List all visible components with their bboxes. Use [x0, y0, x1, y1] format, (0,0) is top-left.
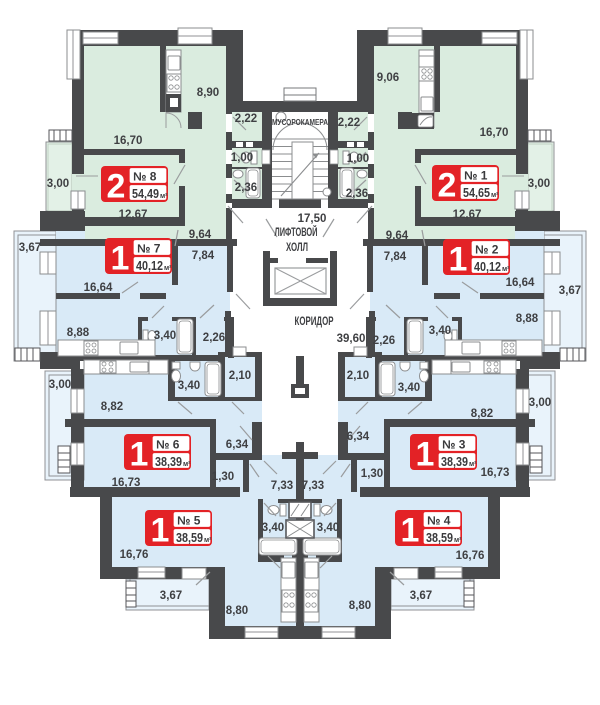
- svg-text:м²: м²: [164, 265, 172, 272]
- svg-text:2,22: 2,22: [235, 113, 257, 125]
- svg-text:54,65: 54,65: [463, 186, 490, 200]
- svg-text:16,64: 16,64: [84, 282, 113, 294]
- svg-text:16,76: 16,76: [120, 549, 149, 561]
- svg-text:8,88: 8,88: [516, 313, 539, 325]
- svg-text:3,67: 3,67: [559, 285, 581, 297]
- svg-text:8,82: 8,82: [101, 401, 123, 413]
- svg-text:54,49: 54,49: [132, 187, 159, 201]
- svg-text:1: 1: [449, 241, 468, 279]
- svg-text:16,73: 16,73: [112, 477, 141, 489]
- svg-text:6,34: 6,34: [347, 431, 370, 443]
- svg-text:1,00: 1,00: [231, 152, 253, 164]
- svg-text:7,84: 7,84: [384, 251, 407, 263]
- svg-text:40,12: 40,12: [136, 259, 163, 273]
- svg-text:6,34: 6,34: [226, 439, 249, 451]
- svg-text:3,40: 3,40: [178, 380, 200, 392]
- svg-text:№ 8: № 8: [133, 170, 157, 184]
- svg-text:12,67: 12,67: [453, 209, 482, 221]
- svg-text:МУСОРОКАМЕРА: МУСОРОКАМЕРА: [272, 118, 328, 127]
- svg-text:ЛИФТОВОЙ: ЛИФТОВОЙ: [275, 226, 318, 239]
- svg-text:№ 6: № 6: [156, 438, 180, 452]
- svg-text:9,06: 9,06: [377, 72, 399, 84]
- svg-text:7,33: 7,33: [302, 480, 324, 492]
- svg-text:2,22: 2,22: [338, 117, 360, 129]
- svg-text:2,10: 2,10: [229, 370, 251, 382]
- svg-text:м²: м²: [491, 192, 499, 199]
- svg-text:9,64: 9,64: [189, 229, 212, 241]
- svg-text:16,76: 16,76: [456, 550, 485, 562]
- svg-text:1,30: 1,30: [361, 468, 383, 480]
- svg-text:38,59: 38,59: [426, 531, 453, 545]
- svg-text:3,40: 3,40: [154, 330, 176, 342]
- svg-text:1: 1: [130, 436, 149, 474]
- svg-text:2,10: 2,10: [347, 370, 369, 382]
- svg-text:2,26: 2,26: [203, 332, 225, 344]
- svg-text:2,36: 2,36: [346, 188, 368, 200]
- svg-text:1,30: 1,30: [212, 471, 234, 483]
- svg-text:17,50: 17,50: [298, 213, 327, 225]
- svg-text:8,80: 8,80: [226, 605, 248, 617]
- svg-text:3,67: 3,67: [410, 590, 432, 602]
- svg-text:№ 3: № 3: [442, 438, 466, 452]
- svg-text:№ 5: № 5: [177, 514, 201, 528]
- svg-text:1: 1: [151, 512, 170, 550]
- svg-text:16,70: 16,70: [480, 127, 509, 139]
- svg-text:16,70: 16,70: [114, 135, 143, 147]
- svg-text:12,67: 12,67: [119, 209, 148, 221]
- svg-text:м²: м²: [502, 266, 510, 273]
- svg-text:1: 1: [416, 436, 435, 474]
- svg-text:16,73: 16,73: [481, 467, 510, 479]
- svg-text:38,39: 38,39: [155, 455, 182, 469]
- svg-text:ХОЛЛ: ХОЛЛ: [286, 242, 308, 254]
- svg-text:1: 1: [111, 240, 130, 278]
- svg-text:7,84: 7,84: [192, 250, 215, 262]
- svg-text:3,00: 3,00: [528, 178, 550, 190]
- svg-text:16,64: 16,64: [506, 277, 535, 289]
- svg-text:3,00: 3,00: [49, 379, 71, 391]
- svg-text:3,00: 3,00: [47, 178, 69, 190]
- svg-text:№ 1: № 1: [464, 169, 488, 183]
- svg-text:8,90: 8,90: [197, 87, 219, 99]
- svg-text:39,60: 39,60: [337, 333, 366, 345]
- svg-text:8,82: 8,82: [471, 408, 493, 420]
- svg-text:2,26: 2,26: [373, 335, 395, 347]
- svg-text:3,40: 3,40: [262, 522, 284, 534]
- svg-text:3,40: 3,40: [429, 325, 451, 337]
- svg-text:3,40: 3,40: [317, 522, 339, 534]
- svg-text:3,67: 3,67: [160, 590, 182, 602]
- svg-text:м²: м²: [204, 537, 212, 544]
- svg-text:3,00: 3,00: [529, 397, 551, 409]
- svg-text:3,67: 3,67: [19, 242, 41, 254]
- svg-text:2: 2: [438, 167, 457, 205]
- svg-text:40,12: 40,12: [474, 260, 501, 274]
- svg-text:2,36: 2,36: [235, 182, 257, 194]
- svg-text:38,59: 38,59: [176, 531, 203, 545]
- svg-text:№ 2: № 2: [475, 243, 499, 257]
- svg-text:8,88: 8,88: [67, 327, 90, 339]
- svg-text:м²: м²: [454, 537, 462, 544]
- svg-text:9,64: 9,64: [386, 230, 409, 242]
- svg-text:7,33: 7,33: [271, 480, 293, 492]
- svg-text:1,00: 1,00: [347, 153, 369, 165]
- svg-text:м²: м²: [160, 193, 168, 200]
- svg-text:38,39: 38,39: [441, 455, 468, 469]
- svg-text:1: 1: [401, 512, 420, 550]
- svg-text:№ 7: № 7: [137, 242, 161, 256]
- svg-text:КОРИДОР: КОРИДОР: [295, 316, 334, 328]
- svg-text:м²: м²: [183, 461, 191, 468]
- svg-text:м²: м²: [469, 461, 477, 468]
- svg-text:3,40: 3,40: [398, 382, 420, 394]
- svg-text:2: 2: [107, 168, 126, 206]
- svg-text:8,80: 8,80: [349, 600, 371, 612]
- svg-text:№ 4: № 4: [427, 514, 451, 528]
